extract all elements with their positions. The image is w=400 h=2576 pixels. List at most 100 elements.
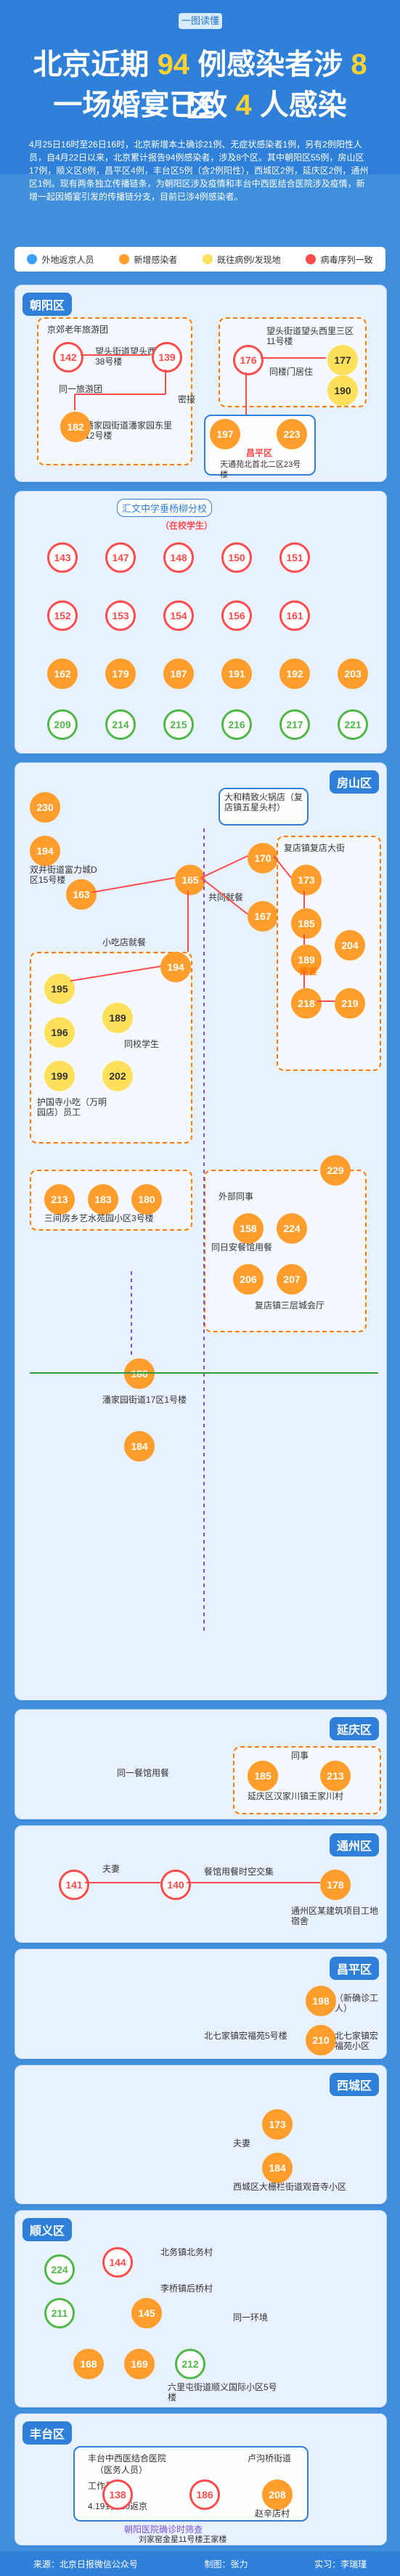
panjiayuan17-label: 潘家园街道17区1号楼 (102, 1395, 187, 1405)
case-201: 199 (44, 1061, 75, 1091)
fengtai-medical: （医务人员） (95, 2465, 148, 2475)
case-212: 212 (175, 2349, 205, 2379)
fengtai-zhaoxin: 赵辛店村 (255, 2508, 290, 2519)
outside-colleague-label: 外部同事 (219, 1191, 254, 1202)
case-xc-184: 184 (262, 2153, 293, 2183)
school-title: 汇文中学垂杨柳分校 (117, 499, 213, 517)
section-title-yanqing: 延庆区 (329, 1717, 379, 1740)
title-line-2: 一场婚宴已致 4 人感染 (15, 81, 385, 123)
title2-prefix: 一场婚宴已致 (53, 89, 228, 121)
case-167: 167 (248, 901, 278, 932)
case-210: 210 (306, 2025, 336, 2055)
case-223: 223 (277, 419, 307, 449)
case-181: 189 (291, 945, 322, 975)
case-182: 182 (60, 412, 91, 442)
same-school-label: 同校学生 (124, 1039, 160, 1049)
case-162: 162 (47, 659, 78, 689)
case-154: 154 (163, 600, 194, 631)
title-suffix: 区 (185, 91, 215, 123)
tongzhou-lines (85, 1882, 320, 1883)
section-tongzhou: 通州区 141 140 178 餐馆用餐时空交集 通州区某建筑项目工地宿舍 夫妻 (15, 1825, 387, 1943)
section-title-fangshan: 房山区 (329, 770, 379, 794)
tongzhou-label-meal: 餐馆用餐时空交集 (204, 1867, 274, 1877)
case-142: 142 (53, 342, 83, 372)
legend-label-3: 既往病例/发现地 (217, 254, 281, 265)
wedding-venue-box (204, 1170, 367, 1332)
case-202: 202 (102, 1061, 133, 1091)
case-188: 194 (30, 836, 60, 866)
case-207: 207 (277, 1264, 307, 1295)
chaoyang-label-wangtou38: 望头街道望头西里38号楼 (95, 346, 166, 367)
huguosi-label: 护国寺小吃（万明园店）员工 (37, 1097, 107, 1117)
case-222: 219 (335, 988, 365, 1019)
case-yq-213: 213 (320, 1761, 351, 1791)
case-169: 169 (124, 2349, 155, 2379)
xicheng-address: 西城区大栅栏街道观音寺小区 (233, 2182, 347, 2192)
case-220: 218 (291, 988, 322, 1019)
case-161: 161 (279, 600, 310, 631)
title-number-2: 8 (351, 49, 367, 81)
shunyi-liqiao: 李桥镇后桥村 (160, 2283, 213, 2294)
tongzhou-label-couple: 夫妻 (102, 1864, 121, 1874)
legend-dot-1 (27, 254, 38, 264)
case-198: 198 (306, 1986, 336, 2016)
section-yanqing: 延庆区 185 213 同事 延庆区汉家川镇王家川村 同一餐馆用餐 (15, 1709, 387, 1819)
same-restaurant-label: 同日安餐馆用餐 (211, 1242, 273, 1252)
legend-label-4: 病毒序列一致 (320, 254, 373, 265)
footer-editor: 实习：李瑞瑾 (314, 2559, 367, 2569)
fangshan-town-label: 复店镇复店大街 (284, 843, 346, 853)
shunyi-same-env: 同一环境 (233, 2312, 269, 2323)
case-187: 187 (163, 659, 194, 689)
chaoyang-label-same-tour: 同一旅游团 (59, 384, 103, 394)
case-152: 152 (47, 600, 78, 631)
case-150: 150 (221, 542, 252, 573)
case-221: 221 (338, 709, 368, 740)
case-156: 156 (221, 600, 252, 631)
case-153: 153 (105, 600, 136, 631)
shuangjing-label: 双井街道富力城D区15号楼 (30, 865, 97, 885)
case-196: 189 (102, 1003, 133, 1033)
chaoyang-lines (74, 354, 326, 415)
section-shunyi: 顺义区 144 145 168 169 211 212 224 北务镇北务村 李… (15, 2210, 387, 2408)
case-139: 139 (152, 342, 182, 372)
legend-dot-2 (119, 254, 130, 264)
wedding-hall-label: 复店镇三层城会厅 (255, 1300, 325, 1311)
case-180: 180 (131, 1184, 162, 1215)
case-186-ft: 186 (189, 2479, 220, 2510)
case-yq-185: 185 (248, 1761, 278, 1791)
chaoyang-label-close-contact: 密接 (178, 394, 196, 404)
case-229: 229 (320, 1155, 351, 1186)
case-184: 184 (124, 1431, 155, 1462)
section-title-shunyi: 顺义区 (23, 2218, 73, 2241)
legend-item-1: 外地返京人员 (27, 253, 94, 266)
xicheng-couple: 夫妻 (233, 2138, 251, 2148)
hotpot-label: 大和精致火锅店（复店镇五星头村） (224, 792, 303, 812)
case-200: 196 (44, 1017, 75, 1048)
case-216: 216 (221, 709, 252, 740)
section-chaoyang: 朝阳区 京郊老年旅游团 望头街道望头西里38号楼 同一旅游团 潘家园街道潘家园东… (15, 285, 387, 482)
changping-hongfuyuan: 北七家镇宏福苑小区 (335, 2031, 379, 2051)
section-title-fengtai: 丰台区 (23, 2421, 73, 2445)
fangshan-lines (30, 828, 378, 1634)
case-178: 178 (320, 1870, 351, 1900)
section-fangshan: 房山区 大和精致火锅店（复店镇五星头村） 165 163 167 170 共同就… (15, 762, 387, 1700)
fengtai-liujiayao: 刘家窑金星11号楼王家楼 (139, 2535, 227, 2544)
fengtai-screening: 朝阳医院确诊时筛查 (124, 2524, 203, 2535)
case-224: 224 (44, 2254, 75, 2285)
footer-source: 来源：北京日报微信公众号 (33, 2559, 138, 2569)
tongzhou-label-site: 通州区某建筑项目工地宿舍 (291, 1906, 379, 1926)
case-215: 215 (163, 709, 194, 740)
case-165: 165 (175, 865, 205, 895)
fengtai-hospital: 丰台中西医结合医院 (88, 2453, 167, 2463)
sanjianfang-label: 三间房乡艺水苑园小区3号楼 (44, 1213, 154, 1223)
chaoyang-label-panjiayuan12: 潘家园街道潘家园东里12号楼 (85, 420, 173, 441)
legend-dot-4 (306, 254, 317, 264)
case-230: 230 (30, 792, 60, 823)
chaoyang-label-same-door: 同楼门居住 (269, 367, 314, 377)
case-173: 173 (262, 2109, 293, 2140)
chaoyang-label-changping: 昌平区 (246, 448, 273, 458)
yanqing-village: 延庆区汉家川镇王家川村 (248, 1791, 344, 1801)
case-183: 183 (88, 1184, 118, 1215)
case-206: 206 (233, 1264, 264, 1295)
